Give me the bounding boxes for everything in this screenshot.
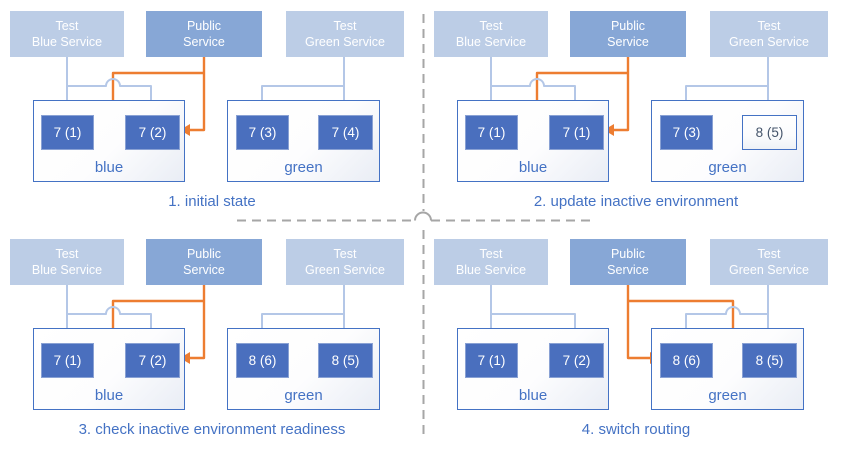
panel-initial-state: Test Blue Service Public Service Test Gr… bbox=[0, 0, 424, 228]
environment-label: blue bbox=[94, 387, 124, 404]
public-to-blue-pod2-arrow bbox=[190, 285, 206, 360]
service-label-line: Blue Service bbox=[455, 35, 527, 49]
arrowhead-icon bbox=[180, 352, 190, 364]
service-label-line: Service bbox=[607, 263, 649, 277]
green-environment-box: 8 (6) 8 (5) green bbox=[227, 328, 380, 410]
arrowhead-icon bbox=[604, 124, 614, 136]
arrowhead-icon bbox=[180, 124, 190, 136]
test-blue-service-box: Test Blue Service bbox=[10, 239, 124, 285]
environment-label: green bbox=[284, 159, 323, 176]
green-environment-box: 7 (3) 8 (5) green bbox=[651, 100, 804, 182]
pod: 7 (1) bbox=[465, 343, 518, 378]
panel-caption: 1. initial state bbox=[168, 193, 256, 210]
pod: 7 (1) bbox=[465, 115, 518, 150]
environment-label: green bbox=[708, 387, 747, 404]
service-label-line: Green Service bbox=[729, 35, 809, 49]
service-label-line: Service bbox=[183, 263, 225, 277]
test-blue-service-box: Test Blue Service bbox=[10, 11, 124, 57]
service-label-line: Test bbox=[333, 247, 357, 261]
blue-service-to-pod2-arrow bbox=[67, 78, 152, 105]
service-label-line: Test bbox=[479, 19, 503, 33]
service-label-line: Public bbox=[186, 19, 222, 33]
green-service-to-pod1-arrow bbox=[685, 85, 768, 105]
test-green-service-box: Test Green Service bbox=[286, 11, 404, 57]
environment-label: blue bbox=[94, 159, 124, 176]
environment-label: green bbox=[284, 387, 323, 404]
panel-update-inactive: Test Blue Service Public Service Test Gr… bbox=[424, 0, 848, 228]
pod: 7 (3) bbox=[660, 115, 713, 150]
blue-environment-box: 7 (1) 7 (2) blue bbox=[457, 328, 609, 410]
pod: 7 (2) bbox=[125, 343, 180, 378]
pod: 8 (6) bbox=[660, 343, 713, 378]
blue-service-to-pod2-arrow bbox=[67, 306, 152, 333]
service-label-line: Public bbox=[186, 247, 222, 261]
service-label-line: Green Service bbox=[305, 263, 385, 277]
blue-environment-box: 7 (1) 7 (2) blue bbox=[33, 328, 185, 410]
test-blue-service-box: Test Blue Service bbox=[434, 239, 548, 285]
service-label-line: Public bbox=[610, 19, 646, 33]
pod: 7 (2) bbox=[125, 115, 180, 150]
green-service-to-pod1-arrow bbox=[261, 313, 344, 333]
panel-switch-routing: Test Blue Service Public Service Test Gr… bbox=[424, 228, 848, 456]
pod: 7 (1) bbox=[41, 343, 94, 378]
service-label-line: Test bbox=[55, 247, 79, 261]
blue-environment-box: 7 (1) 7 (1) blue bbox=[457, 100, 609, 182]
public-to-green-pod1-arrow bbox=[626, 285, 650, 360]
service-label-line: Blue Service bbox=[31, 263, 103, 277]
panel-caption: 3. check inactive environment readiness bbox=[78, 421, 346, 438]
blue-service-to-pod2-arrow bbox=[491, 78, 576, 105]
service-label-line: Public bbox=[610, 247, 646, 261]
test-green-service-box: Test Green Service bbox=[710, 239, 828, 285]
service-label-line: Blue Service bbox=[31, 35, 103, 49]
environment-label: green bbox=[708, 159, 747, 176]
green-environment-box: 7 (3) 7 (4) green bbox=[227, 100, 380, 182]
blue-environment-box: 7 (1) 7 (2) blue bbox=[33, 100, 185, 182]
panel-caption: 4. switch routing bbox=[581, 421, 691, 438]
service-label-line: Green Service bbox=[305, 35, 385, 49]
panel-check-readiness: Test Blue Service Public Service Test Gr… bbox=[0, 228, 424, 456]
public-service-box: Public Service bbox=[570, 11, 686, 57]
pod: 7 (2) bbox=[549, 343, 604, 378]
service-label-line: Test bbox=[479, 247, 503, 261]
public-service-box: Public Service bbox=[146, 11, 262, 57]
pod: 7 (1) bbox=[549, 115, 604, 150]
public-service-box: Public Service bbox=[570, 239, 686, 285]
service-label-line: Test bbox=[757, 19, 781, 33]
test-blue-service-box: Test Blue Service bbox=[434, 11, 548, 57]
blue-service-to-pod2-arrow bbox=[491, 313, 576, 333]
test-green-service-box: Test Green Service bbox=[286, 239, 404, 285]
pod: 8 (5) bbox=[742, 343, 797, 378]
public-service-box: Public Service bbox=[146, 239, 262, 285]
green-service-to-pod1-arrow bbox=[261, 85, 344, 105]
service-label-line: Blue Service bbox=[455, 263, 527, 277]
pod: 7 (3) bbox=[236, 115, 289, 150]
environment-label: blue bbox=[518, 387, 548, 404]
environment-label: blue bbox=[518, 159, 548, 176]
green-service-to-pod1-arrow bbox=[685, 306, 768, 333]
test-green-service-box: Test Green Service bbox=[710, 11, 828, 57]
pod: 7 (4) bbox=[318, 115, 373, 150]
pod: 8 (6) bbox=[236, 343, 289, 378]
service-label-line: Service bbox=[183, 35, 225, 49]
service-label-line: Test bbox=[333, 19, 357, 33]
service-label-line: Test bbox=[757, 247, 781, 261]
public-to-blue-pod2-arrow bbox=[190, 57, 206, 132]
pod: 8 (5) bbox=[742, 115, 797, 150]
service-label-line: Test bbox=[55, 19, 79, 33]
service-label-line: Green Service bbox=[729, 263, 809, 277]
panel-caption: 2. update inactive environment bbox=[533, 193, 739, 210]
pod: 7 (1) bbox=[41, 115, 94, 150]
public-to-blue-pod2-arrow bbox=[614, 57, 630, 132]
pod: 8 (5) bbox=[318, 343, 373, 378]
green-environment-box: 8 (6) 8 (5) green bbox=[651, 328, 804, 410]
service-label-line: Service bbox=[607, 35, 649, 49]
